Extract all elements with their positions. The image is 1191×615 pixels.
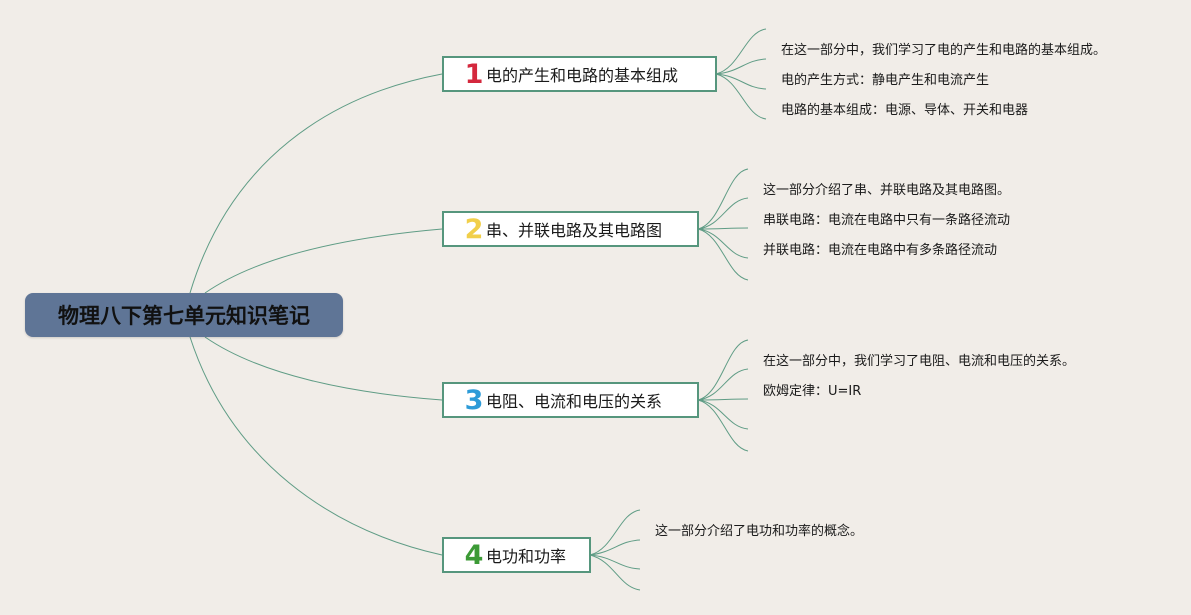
link-topic-2-note-2 [697, 197, 749, 230]
link-topic-4-note-4 [589, 554, 641, 591]
root-title: 物理八下第七单元知识笔记 [58, 304, 310, 328]
note-3-1[interactable]: 在这一部分中，我们学习了电阻、电流和电压的关系。 [763, 354, 1076, 369]
topic-number-1: 1 [464, 58, 484, 90]
link-root-topic-2 [204, 228, 443, 294]
topic-label-1: 电的产生和电路的基本组成 [486, 66, 679, 85]
topic-number-4: 4 [464, 539, 484, 571]
link-topic-2-note-1 [697, 168, 749, 230]
topic-4[interactable]: 4 电功和功率 [442, 537, 591, 573]
note-3-2[interactable]: 欧姆定律：U=IR [763, 384, 862, 399]
link-topic-1-note-2 [715, 58, 767, 75]
link-topic-2-note-5 [697, 228, 749, 281]
topic-label-4: 电功和功率 [486, 547, 567, 566]
root-topic[interactable]: 物理八下第七单元知识笔记 [25, 293, 343, 337]
link-topic-2-note-4 [697, 228, 749, 259]
link-root-topic-4 [189, 336, 443, 556]
link-root-topic-3 [204, 336, 443, 401]
topic-number-3: 3 [464, 384, 484, 416]
link-topic-3-note-4 [697, 399, 749, 430]
topic-label-3: 电阻、电流和电压的关系 [486, 392, 663, 411]
note-1-2[interactable]: 电的产生方式：静电产生和电流产生 [781, 73, 990, 88]
topic-number-2: 2 [464, 213, 484, 245]
link-root-topic-1 [189, 73, 443, 294]
topic-1[interactable]: 1 电的产生和电路的基本组成 [442, 56, 717, 92]
note-4-1[interactable]: 这一部分介绍了电功和功率的概念。 [655, 524, 864, 539]
note-2-3[interactable]: 并联电路：电流在电路中有多条路径流动 [763, 243, 998, 258]
link-topic-4-note-2 [589, 539, 641, 556]
topic-3[interactable]: 3 电阻、电流和电压的关系 [442, 382, 699, 418]
link-topic-2-note-3 [697, 227, 749, 230]
link-topic-3-note-1 [697, 339, 749, 401]
link-topic-3-note-2 [697, 368, 749, 401]
note-2-1[interactable]: 这一部分介绍了串、并联电路及其电路图。 [763, 183, 1011, 198]
link-topic-1-note-4 [715, 73, 767, 120]
topic-2[interactable]: 2 串、并联电路及其电路图 [442, 211, 699, 247]
note-1-3[interactable]: 电路的基本组成：电源、导体、开关和电器 [781, 103, 1029, 118]
topic-label-2: 串、并联电路及其电路图 [486, 221, 663, 240]
note-1-1[interactable]: 在这一部分中，我们学习了电的产生和电路的基本组成。 [781, 43, 1107, 58]
link-topic-1-note-1 [715, 28, 767, 75]
note-2-2[interactable]: 串联电路：电流在电路中只有一条路径流动 [763, 213, 1011, 228]
link-topic-1-note-3 [715, 73, 767, 90]
link-topic-3-note-5 [697, 399, 749, 452]
link-topic-4-note-1 [589, 509, 641, 556]
link-topic-3-note-3 [697, 398, 749, 401]
link-topic-4-note-3 [589, 554, 641, 570]
